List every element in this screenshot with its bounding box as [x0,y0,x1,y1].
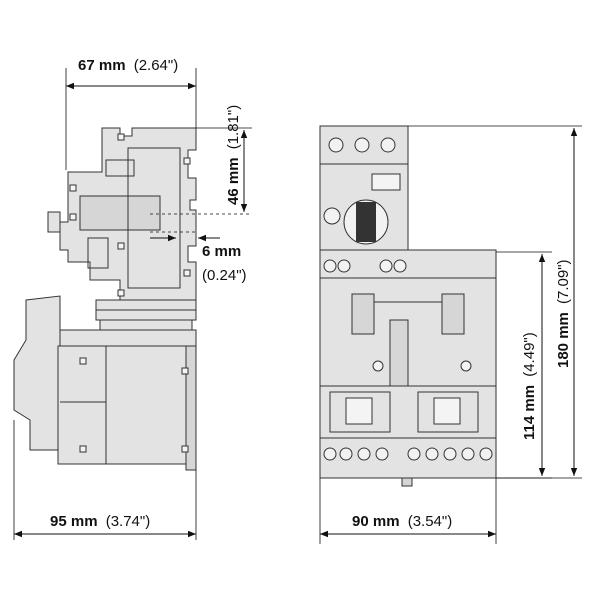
side-lower-screw-1 [79,357,87,365]
top-width-label: 67 mm (2.64") [78,57,178,74]
side-screw-7 [183,269,191,277]
side-upper-window [105,159,135,177]
side-screw-4 [69,213,77,221]
terminal-2 [354,137,370,153]
front-view [319,125,497,487]
side-rail-1 [95,299,197,311]
side-lower-screw-2 [79,445,87,453]
offset-label: 6 mm [202,243,241,260]
total-height-label: 180 mm (7.09") [555,259,572,368]
front-small-knob [323,207,341,225]
dim-front-width: 90 mm (3.54") [319,478,497,544]
side-screw-6 [117,289,125,297]
side-knob [47,211,61,233]
side-screw-2 [183,157,191,165]
front-din-clip [401,477,413,487]
side-lower-back [105,345,187,465]
side-lower-left [13,295,61,451]
dim-upper-depth: 46 mm (1.81") [150,105,252,215]
offset-alt-label: (0.24") [202,267,247,284]
front-lever-left [351,293,375,335]
side-lower-front [57,345,107,465]
front-width-label: 90 mm (3.54") [352,513,452,530]
side-screw-1 [117,133,125,141]
side-width-label: 95 mm (3.74") [50,513,150,530]
dim-total-height: 180 mm (7.09") [408,125,582,479]
dim-offset: 6 mm (0.24") [150,231,247,284]
front-rotary-handle [356,202,376,242]
front-lever-right [441,293,465,335]
side-view [13,127,197,471]
side-rail-4 [59,329,197,347]
side-screw-3 [69,184,77,192]
dim-side-width: 95 mm (3.74") [13,420,197,540]
side-screw-5 [117,242,125,250]
front-indicator [371,173,401,191]
terminal-1 [328,137,344,153]
dim-top-width: 67 mm (2.64") [65,57,197,170]
terminal-3 [380,137,396,153]
side-rail-2 [95,309,197,321]
side-lower-screw-4 [181,445,189,453]
side-rail-3 [99,319,193,331]
dim-lower-height: 114 mm (4.49") [496,251,552,479]
side-upper-panel [127,147,181,289]
side-upper-inner [79,195,161,231]
side-upper-lever [87,237,109,269]
upper-depth-label: 46 mm (1.81") [225,105,242,205]
lower-height-label: 114 mm (4.49") [521,332,538,440]
side-lower-screw-3 [181,367,189,375]
